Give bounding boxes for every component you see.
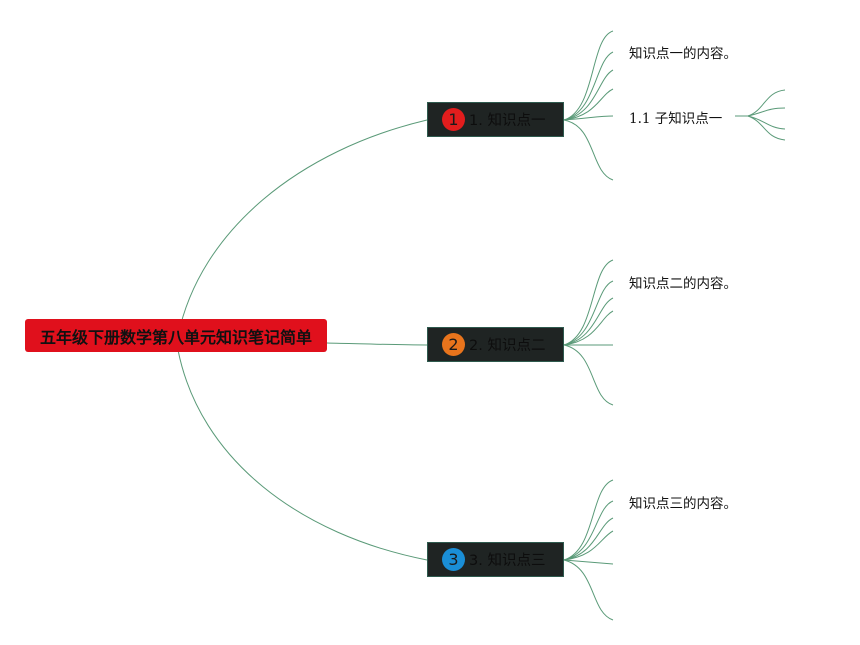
priority-2-icon: 2 [442, 333, 465, 356]
connector-root-branch-3 [177, 349, 428, 561]
leaf-content-3[interactable]: 知识点三的内容。 [629, 496, 737, 512]
branch-topic-2-label: 2. 知识点二 [469, 338, 546, 354]
branch-topic-2[interactable]: 2 2. 知识点二 [427, 327, 564, 362]
branch-topic-3-label: 3. 知识点三 [469, 553, 546, 569]
branch-2-fan [563, 259, 614, 406]
connector-root-branch-2 [326, 342, 428, 346]
branch-topic-3[interactable]: 3 3. 知识点三 [427, 542, 564, 577]
branch-topic-1-label: 1. 知识点一 [469, 113, 546, 129]
connector-root-branch-1 [177, 119, 428, 337]
subnode-fan [735, 89, 786, 141]
priority-3-icon: 3 [442, 548, 465, 571]
priority-1-icon: 1 [442, 108, 465, 131]
subtopic-1-1[interactable]: 1.1 子知识点一 [629, 111, 723, 127]
root-topic[interactable]: 五年级下册数学第八单元知识笔记简单 [25, 319, 327, 352]
branch-topic-1[interactable]: 1 1. 知识点一 [427, 102, 564, 137]
leaf-content-2[interactable]: 知识点二的内容。 [629, 276, 737, 292]
branch-3-fan [563, 479, 614, 621]
root-topic-label: 五年级下册数学第八单元知识笔记简单 [39, 327, 312, 347]
leaf-content-1[interactable]: 知识点一的内容。 [629, 46, 737, 62]
branch-1-fan [563, 30, 614, 181]
